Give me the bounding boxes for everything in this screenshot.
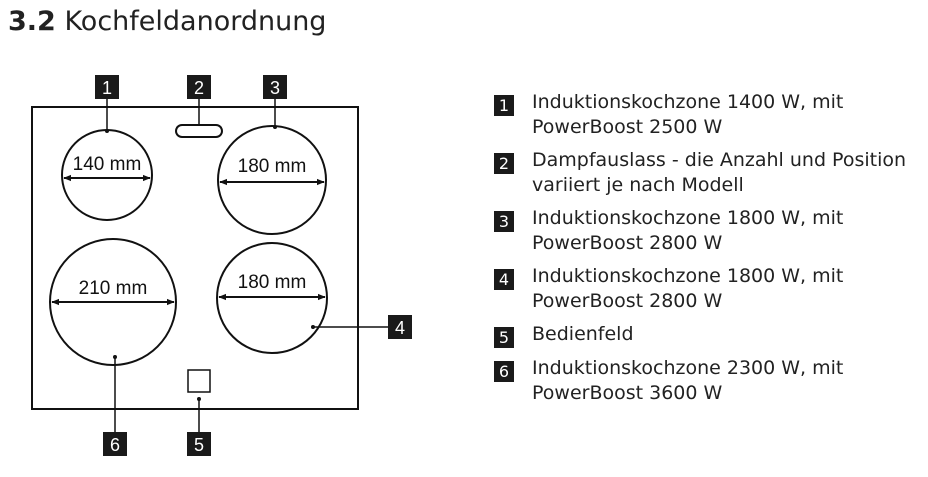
callout-number-3: 3 <box>270 78 280 98</box>
legend: 1 Induktionskochzone 1400 W, mit PowerBo… <box>494 90 914 414</box>
cooking-zone-4 <box>216 242 328 354</box>
callout-badge-3 <box>263 75 287 99</box>
leader-dot-5 <box>197 397 201 401</box>
legend-text: Induktionskochzone 1400 W, mit PowerBoos… <box>532 91 844 138</box>
callout-number-6: 6 <box>110 435 120 455</box>
dimension-label-zone-3: 180 mm <box>238 156 307 177</box>
legend-number: 3 <box>494 211 514 232</box>
hob-layout-diagram: 140 mm 180 mm 210 mm 180 mm 1 2 3 4 6 5 <box>31 75 412 456</box>
legend-text: Bedienfeld <box>532 323 634 345</box>
leader-dot-4 <box>311 325 315 329</box>
legend-number: 1 <box>494 95 514 116</box>
legend-item: 4 Induktionskochzone 1800 W, mit PowerBo… <box>494 264 914 314</box>
callout-number-1: 1 <box>102 78 112 98</box>
legend-number: 4 <box>494 269 514 290</box>
legend-text: Induktionskochzone 1800 W, mit PowerBoos… <box>532 207 844 254</box>
section-number: 3.2 <box>8 6 56 37</box>
legend-item: 5 Bedienfeld <box>494 322 914 348</box>
cooking-zone-3 <box>217 125 327 235</box>
callout-number-4: 4 <box>395 318 405 338</box>
callout-badge-4 <box>388 315 412 339</box>
legend-item: 1 Induktionskochzone 1400 W, mit PowerBo… <box>494 90 914 140</box>
legend-text: Induktionskochzone 1800 W, mit PowerBoos… <box>532 265 844 312</box>
control-panel <box>187 369 211 393</box>
callout-badge-2 <box>187 75 211 99</box>
leader-dot-1 <box>105 129 109 133</box>
legend-number: 5 <box>494 327 514 348</box>
callout-badge-5 <box>187 432 211 456</box>
dimension-label-zone-6: 210 mm <box>79 278 148 299</box>
callout-badge-1 <box>95 75 119 99</box>
section-title: Kochfeldanordnung <box>64 6 327 37</box>
legend-item: 3 Induktionskochzone 1800 W, mit PowerBo… <box>494 206 914 256</box>
dimension-label-zone-1: 140 mm <box>73 154 142 175</box>
legend-number: 2 <box>494 153 514 174</box>
section-heading: 3.2 Kochfeldanordnung <box>8 2 326 42</box>
callout-badge-6 <box>103 432 127 456</box>
legend-item: 2 Dampfauslass - die Anzahl und Position… <box>494 148 914 198</box>
legend-text: Induktionskochzone 2300 W, mit PowerBoos… <box>532 357 844 404</box>
cooking-zone-6 <box>49 238 177 366</box>
cooking-zone-1 <box>61 129 153 221</box>
callout-number-2: 2 <box>194 78 204 98</box>
leader-dot-3 <box>273 125 277 129</box>
dimension-label-zone-4: 180 mm <box>238 272 307 293</box>
hob-outline <box>31 106 359 410</box>
legend-item: 6 Induktionskochzone 2300 W, mit PowerBo… <box>494 356 914 406</box>
legend-text: Dampfauslass - die Anzahl und Position v… <box>532 149 907 196</box>
leader-dot-6 <box>113 355 117 359</box>
legend-number: 6 <box>494 361 514 382</box>
callout-number-5: 5 <box>194 435 204 455</box>
steam-outlet <box>175 124 223 138</box>
